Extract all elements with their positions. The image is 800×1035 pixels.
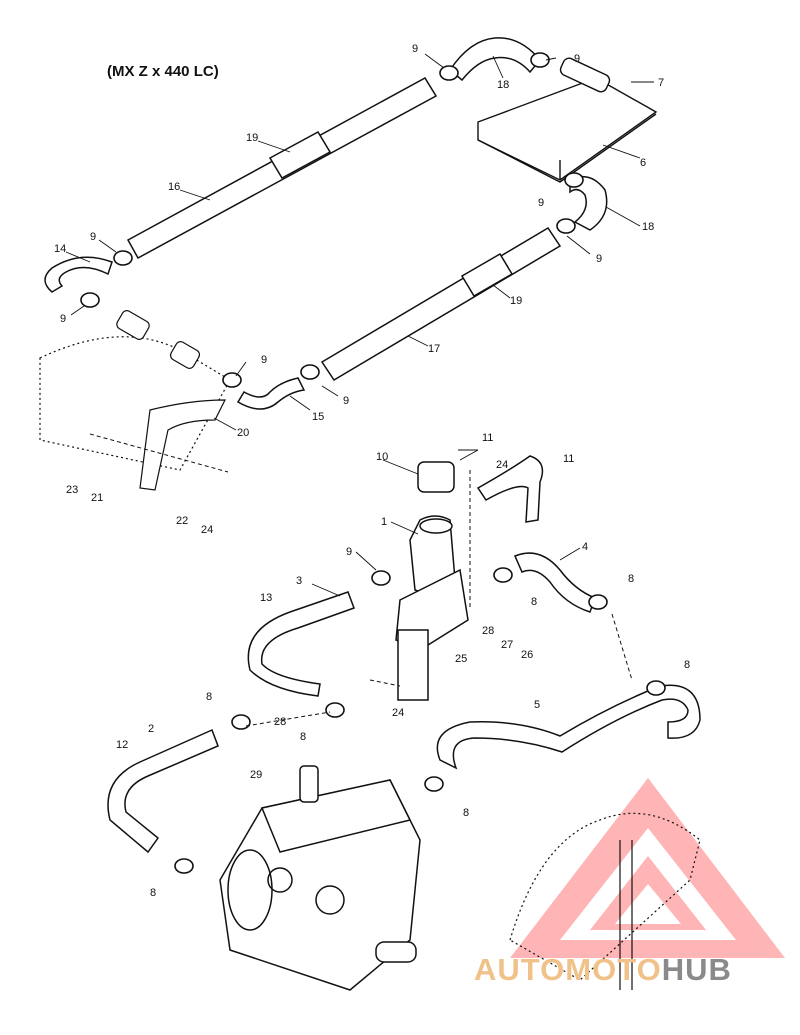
callout-8: 8 [684, 659, 690, 671]
callout-29: 29 [250, 769, 262, 781]
callout-8: 8 [206, 691, 212, 703]
hoses-18 [449, 37, 608, 231]
hose-clamps [80, 52, 666, 874]
hose-5 [436, 684, 701, 770]
callout-26: 26 [521, 649, 533, 661]
callout-8: 8 [463, 807, 469, 819]
callout-24: 24 [201, 524, 213, 536]
callout-11: 11 [482, 432, 493, 444]
callout-1: 1 [381, 516, 387, 528]
callout-9: 9 [574, 53, 580, 65]
watermark-part-moto: MOTO [565, 952, 662, 987]
callout-8: 8 [531, 596, 537, 608]
watermark-logo [510, 778, 785, 958]
callout-22: 22 [176, 515, 188, 527]
callout-10: 10 [376, 451, 388, 463]
callout-18: 18 [642, 221, 654, 233]
callout-9: 9 [346, 546, 352, 558]
leader-lines [65, 53, 654, 597]
callout-21: 21 [91, 492, 103, 504]
callout-19: 19 [510, 295, 522, 307]
diagram-title: (MX Z x 440 LC) [107, 63, 219, 80]
callout-9: 9 [90, 231, 96, 243]
callout-14: 14 [54, 243, 66, 255]
watermark-text: AUTOMOTOHUB [474, 952, 732, 988]
hose-11 [476, 455, 544, 523]
callout-27: 27 [501, 639, 513, 651]
callout-2: 2 [148, 723, 154, 735]
callout-16: 16 [168, 181, 180, 193]
callout-9: 9 [412, 43, 418, 55]
callout-9: 9 [60, 313, 66, 325]
guide-lines [89, 433, 633, 727]
tunnel-left [39, 310, 231, 491]
callout-17: 17 [428, 343, 440, 355]
callout-7: 7 [658, 77, 664, 89]
callout-15: 15 [312, 411, 324, 423]
callout-9: 9 [596, 253, 602, 265]
tunnel-right [509, 812, 701, 990]
callout-6: 6 [640, 157, 646, 169]
callout-23: 23 [66, 484, 78, 496]
hose-4 [514, 552, 596, 613]
callout-24: 24 [496, 459, 508, 471]
callout-9: 9 [343, 395, 349, 407]
callout-28: 28 [482, 625, 494, 637]
callout-8: 8 [150, 887, 156, 899]
hose-2-12 [107, 728, 219, 854]
callout-3: 3 [296, 575, 302, 587]
callout-4: 4 [582, 541, 588, 553]
callout-25: 25 [455, 653, 467, 665]
callout-9: 9 [538, 197, 544, 209]
callout-8: 8 [628, 573, 634, 585]
watermark-part-auto: AUTO [474, 952, 566, 987]
callout-18: 18 [497, 79, 509, 91]
hose-3-13 [247, 591, 355, 697]
callouts: 9 18 9 7 6 19 16 9 9 18 14 9 19 9 17 9 9… [54, 43, 690, 899]
callout-9: 9 [261, 354, 267, 366]
watermark-part-hub: HUB [661, 952, 732, 987]
hoses-14-15 [44, 256, 306, 410]
cooling-rail-lower [320, 226, 562, 382]
callout-20: 20 [237, 427, 249, 439]
callout-24: 24 [392, 707, 404, 719]
engine [219, 765, 421, 991]
coolant-tank-1 [395, 461, 469, 701]
callout-12: 12 [116, 739, 128, 751]
cooling-rail-upper [126, 76, 438, 260]
callout-5: 5 [534, 699, 540, 711]
callout-28: 28 [274, 716, 286, 728]
callout-19: 19 [246, 132, 258, 144]
callout-8: 8 [300, 731, 306, 743]
callout-11: 11 [563, 453, 574, 465]
callout-13: 13 [260, 592, 272, 604]
heat-exchanger-6 [477, 57, 658, 183]
